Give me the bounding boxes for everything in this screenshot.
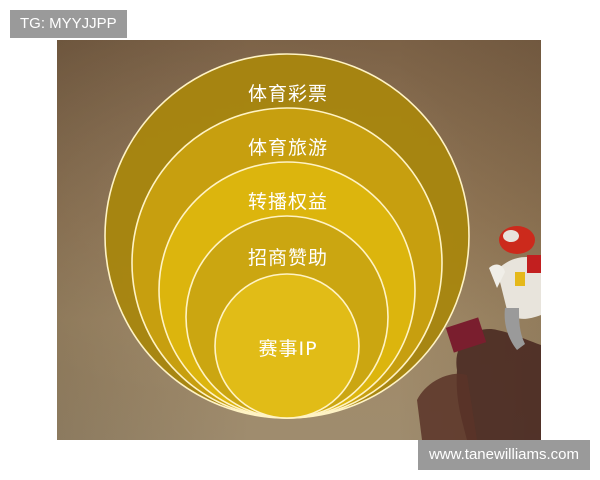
ring-label-second: 体育旅游 xyxy=(247,137,328,159)
site-watermark: www.tanewilliams.com xyxy=(417,440,590,470)
tag-badge: TG: MYYJJPP xyxy=(10,10,127,38)
ring-label-fourth: 招商赞助 xyxy=(247,247,328,269)
ring-label-core: 赛事IP xyxy=(258,338,318,360)
ring-label-outer: 体育彩票 xyxy=(247,83,328,105)
rings-group xyxy=(104,53,470,419)
ring-core xyxy=(214,273,360,419)
ring-label-third: 转播权益 xyxy=(247,191,328,213)
jockey-horse-illustration xyxy=(417,226,541,440)
